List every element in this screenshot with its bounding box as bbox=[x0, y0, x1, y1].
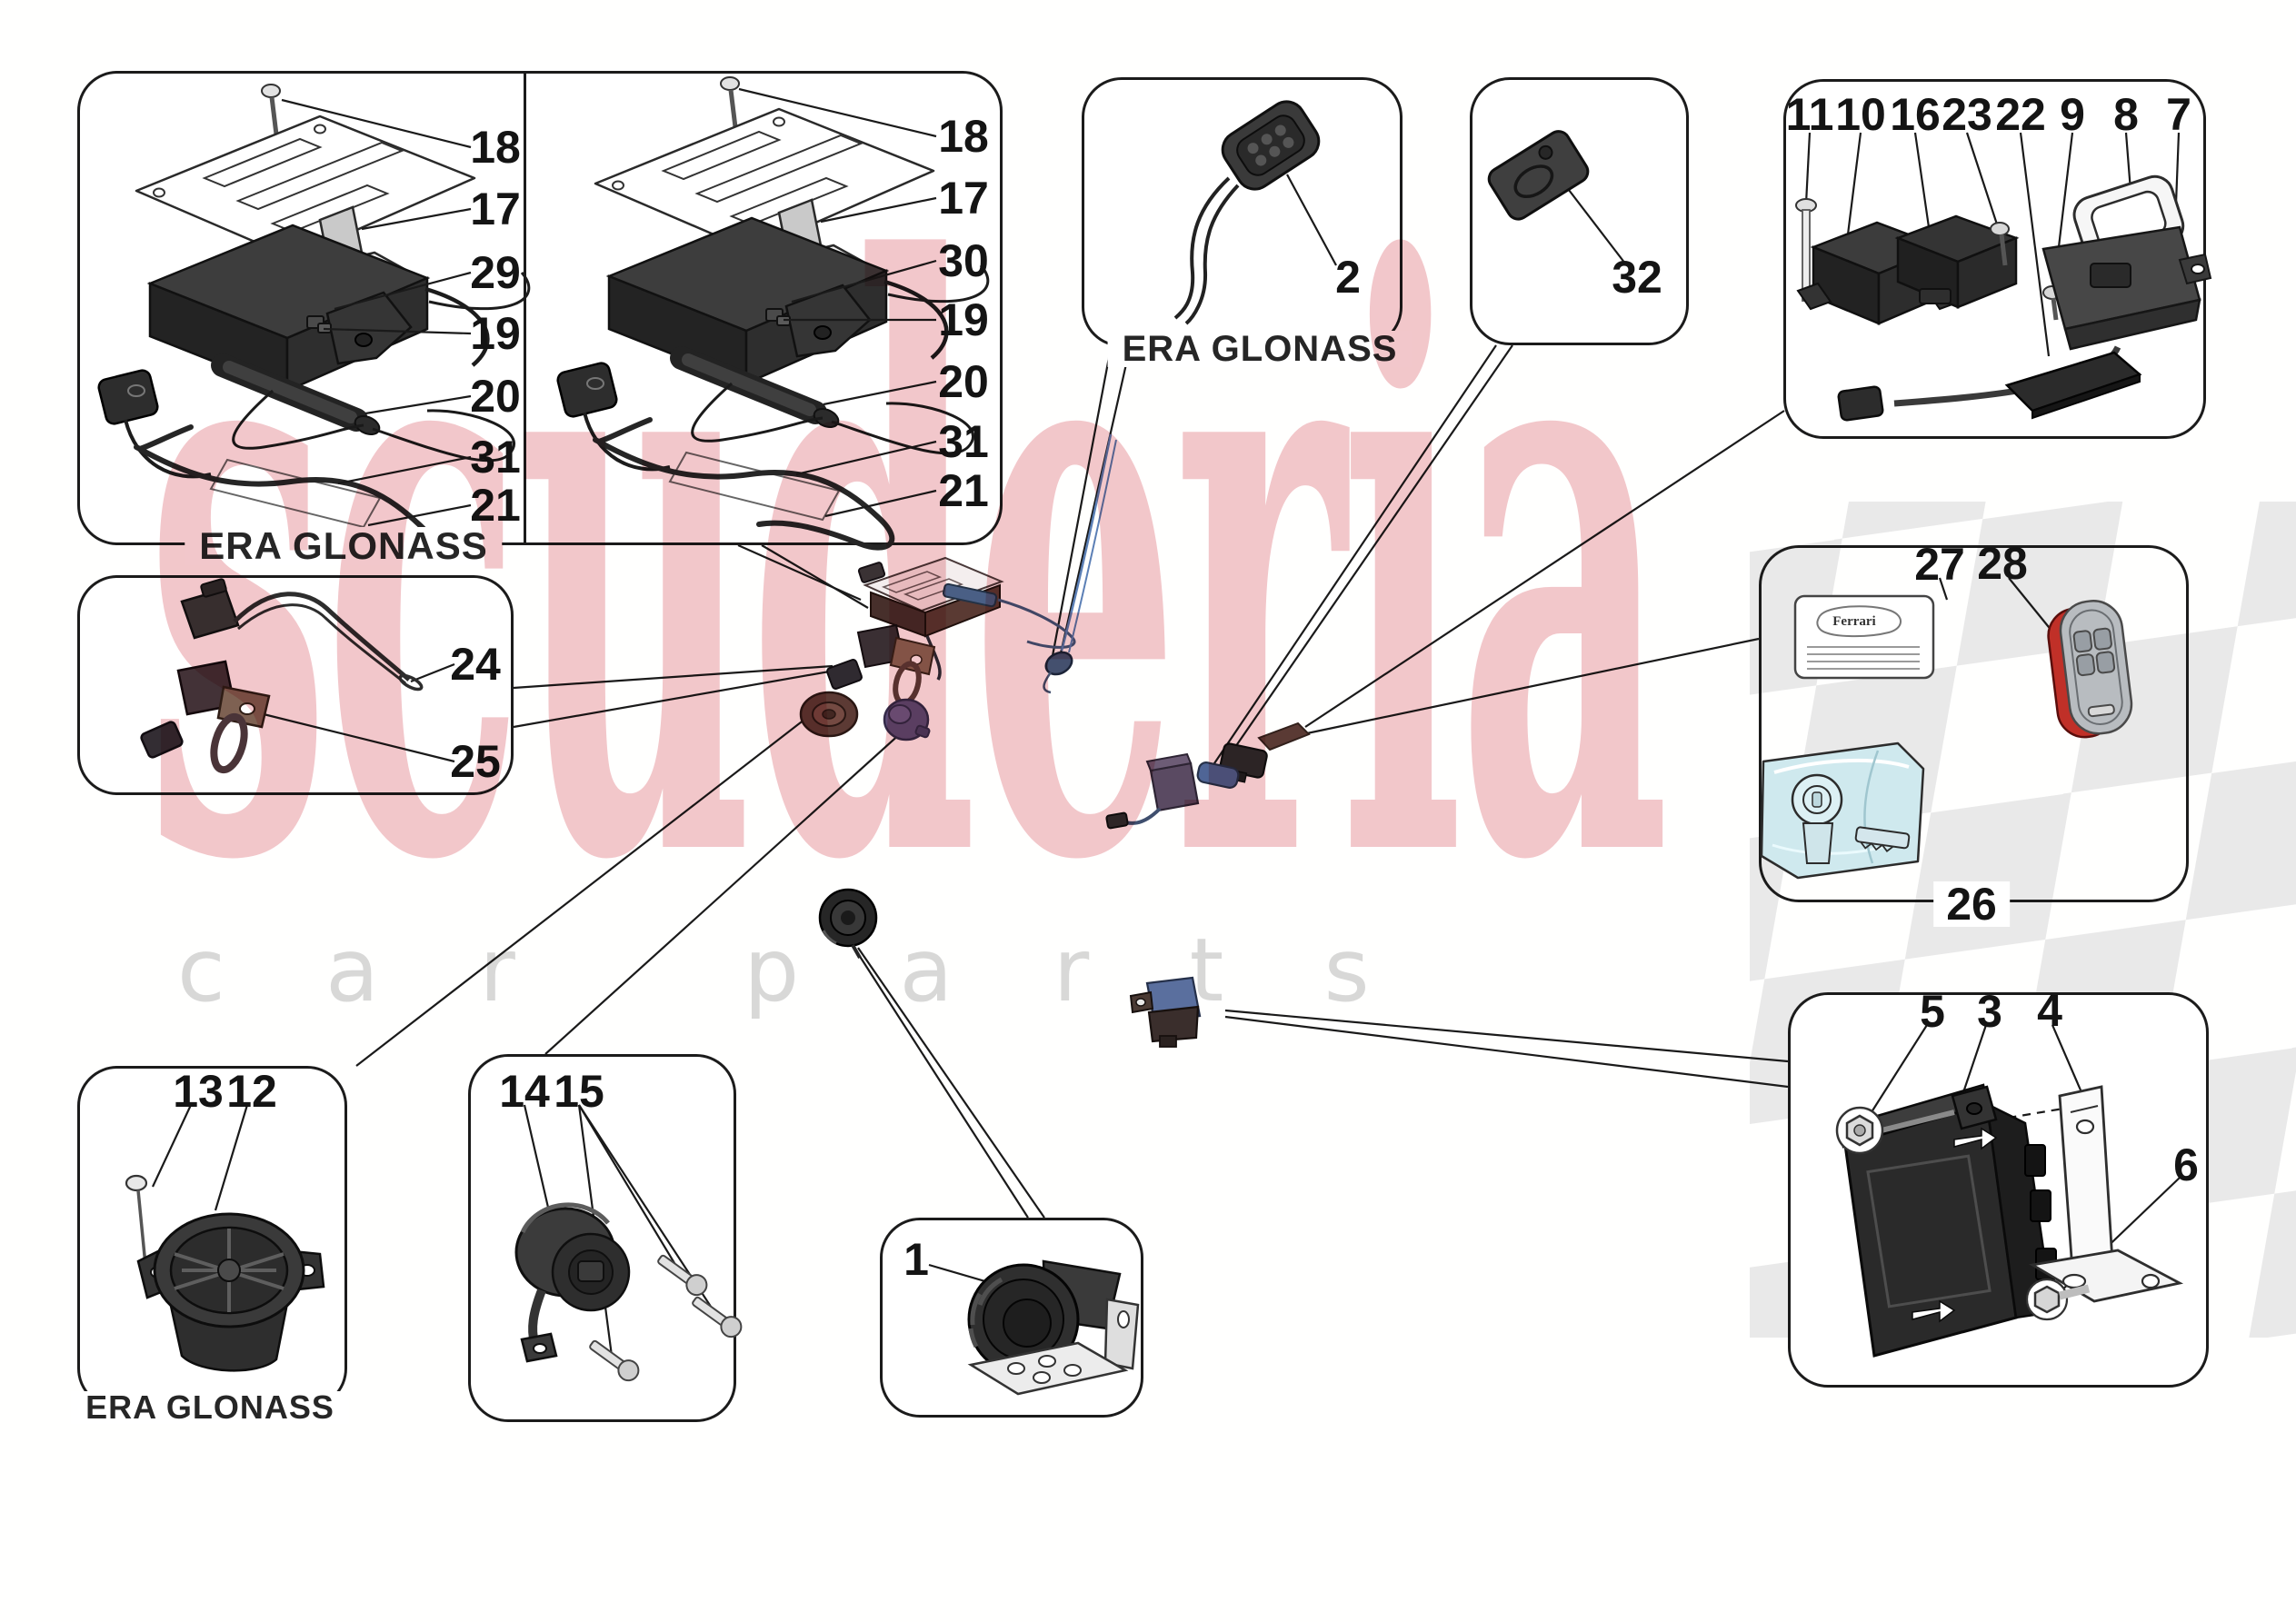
callout-19b: 19 bbox=[938, 294, 989, 345]
callout-19: 19 bbox=[470, 308, 521, 359]
callout-28: 28 bbox=[1977, 538, 2028, 589]
installed-receiver-group-icon bbox=[1105, 721, 1311, 830]
callout-16: 16 bbox=[1890, 89, 1941, 140]
panel-alarm-ecu bbox=[1788, 992, 2209, 1388]
callout-4: 4 bbox=[2037, 985, 2062, 1036]
callout-9: 9 bbox=[2060, 89, 2085, 140]
installed-relay-icon bbox=[1129, 976, 1202, 1048]
callout-17b: 17 bbox=[938, 173, 989, 224]
callout-18b: 18 bbox=[938, 111, 989, 162]
callout-6: 6 bbox=[2173, 1139, 2199, 1190]
callout-31: 31 bbox=[470, 432, 521, 483]
installed-connector-bracket-icon bbox=[826, 623, 936, 706]
installed-speaker-grommet-icon bbox=[799, 691, 859, 738]
callout-26: 26 bbox=[1933, 881, 2010, 927]
callout-10: 10 bbox=[1835, 89, 1886, 140]
panel-era-microphone bbox=[1082, 77, 1403, 347]
callout-1: 1 bbox=[903, 1234, 929, 1285]
panel-divider bbox=[524, 74, 526, 542]
callout-32: 32 bbox=[1612, 252, 1662, 303]
callout-2: 2 bbox=[1335, 252, 1361, 303]
callout-22: 22 bbox=[1995, 89, 2046, 140]
callout-12: 12 bbox=[226, 1066, 277, 1117]
installed-horn-icon bbox=[818, 888, 878, 959]
callout-20b: 20 bbox=[938, 356, 989, 407]
callout-27: 27 bbox=[1914, 539, 1965, 590]
callout-31b: 31 bbox=[938, 416, 989, 467]
panel-harness bbox=[77, 575, 514, 795]
callout-18: 18 bbox=[470, 122, 521, 173]
installed-siren-icon bbox=[883, 698, 931, 741]
callout-15: 15 bbox=[554, 1066, 604, 1117]
callout-8: 8 bbox=[2113, 89, 2139, 140]
callout-17: 17 bbox=[470, 184, 521, 234]
installed-era-module-icon bbox=[857, 556, 1076, 681]
callout-5: 5 bbox=[1920, 986, 1945, 1037]
panel-key-kit bbox=[1759, 545, 2189, 902]
callout-30: 30 bbox=[938, 235, 989, 286]
callout-24: 24 bbox=[450, 639, 501, 690]
callout-29: 29 bbox=[470, 247, 521, 298]
era-glonass-title-modules: ERA GLONASS bbox=[185, 527, 503, 565]
era-glonass-title-speaker: ERA GLONASS bbox=[71, 1391, 349, 1424]
callout-3: 3 bbox=[1977, 986, 2002, 1037]
callout-21: 21 bbox=[470, 480, 521, 531]
callout-23: 23 bbox=[1942, 89, 1992, 140]
callout-20: 20 bbox=[470, 371, 521, 422]
callout-13: 13 bbox=[173, 1066, 224, 1117]
callout-11: 11 bbox=[1785, 89, 1834, 140]
callout-14: 14 bbox=[499, 1066, 550, 1117]
panel-remote-card bbox=[1470, 77, 1689, 345]
callout-25: 25 bbox=[450, 736, 501, 787]
era-glonass-title-mic: ERA GLONASS bbox=[1107, 331, 1413, 367]
panel-era-glonass-modules bbox=[77, 71, 1003, 545]
callout-7: 7 bbox=[2166, 89, 2191, 140]
panel-era-speaker bbox=[77, 1066, 347, 1408]
installed-era-mic-icon bbox=[1043, 433, 1117, 694]
callout-21b: 21 bbox=[938, 465, 989, 516]
watermark-subtitle: car parts bbox=[177, 920, 1471, 1021]
